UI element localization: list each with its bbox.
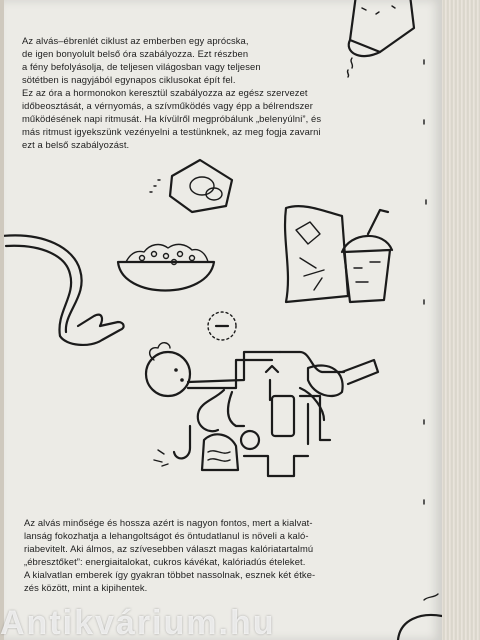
text-line: „ébresztőket”: energiaitalokat, cukros k… (24, 556, 306, 567)
watermark: Antikvárium.hu (0, 604, 276, 640)
text-line: működésének napi ritmusát. Ha kívülről m… (22, 113, 322, 124)
margin-decorations (396, 59, 442, 640)
pointing-hand-illustration (4, 234, 125, 346)
top-paragraph: Az alvás–ébrenlét ciklust az emberben eg… (22, 34, 362, 151)
text-line: a fény befolyásolja, de teljesen világos… (22, 61, 261, 72)
tangled-person-illustration (144, 311, 380, 478)
text-line: sötétben is nagyjából egynapos ciklusoka… (22, 74, 236, 85)
text-line: Ez az óra a hormonokon keresztül szabály… (22, 87, 308, 98)
chips-and-drinks-illustration (283, 205, 394, 304)
text-line: időbeosztását, a vérnyomás, a szívműködé… (22, 100, 313, 111)
text-line: Az alvás–ébrenlét ciklust az emberben eg… (22, 35, 249, 46)
text-line: riabevitelt. Aki álmos, az szívesebben v… (24, 543, 314, 554)
page-edge-stack (442, 0, 480, 640)
text-line: Az alvás minősége és hossza azért is nag… (24, 517, 313, 528)
text-line: ezt a belső szabályozást. (22, 139, 130, 150)
snack-bowl-illustration (116, 243, 216, 292)
text-line: de igen bonyolult belső óra szabályozza.… (22, 48, 249, 59)
snack-bag-illustration (149, 158, 234, 214)
book-page: Az alvás–ébrenlét ciklust az emberben eg… (4, 0, 442, 640)
bottom-paragraph: Az alvás minősége és hossza azért is nag… (24, 516, 420, 594)
text-line: lanság fokozhatja a lehangoltságot és ön… (24, 530, 309, 541)
illustrations (4, 0, 442, 640)
text-line: zés között, mint a kipihentek. (24, 582, 148, 593)
text-line: A kialvatlan emberek így gyakran többet … (24, 569, 316, 580)
energy-drink-can-illustration (346, 0, 416, 78)
text-line: más ritmust igyekszünk vezényelni a test… (22, 126, 321, 137)
